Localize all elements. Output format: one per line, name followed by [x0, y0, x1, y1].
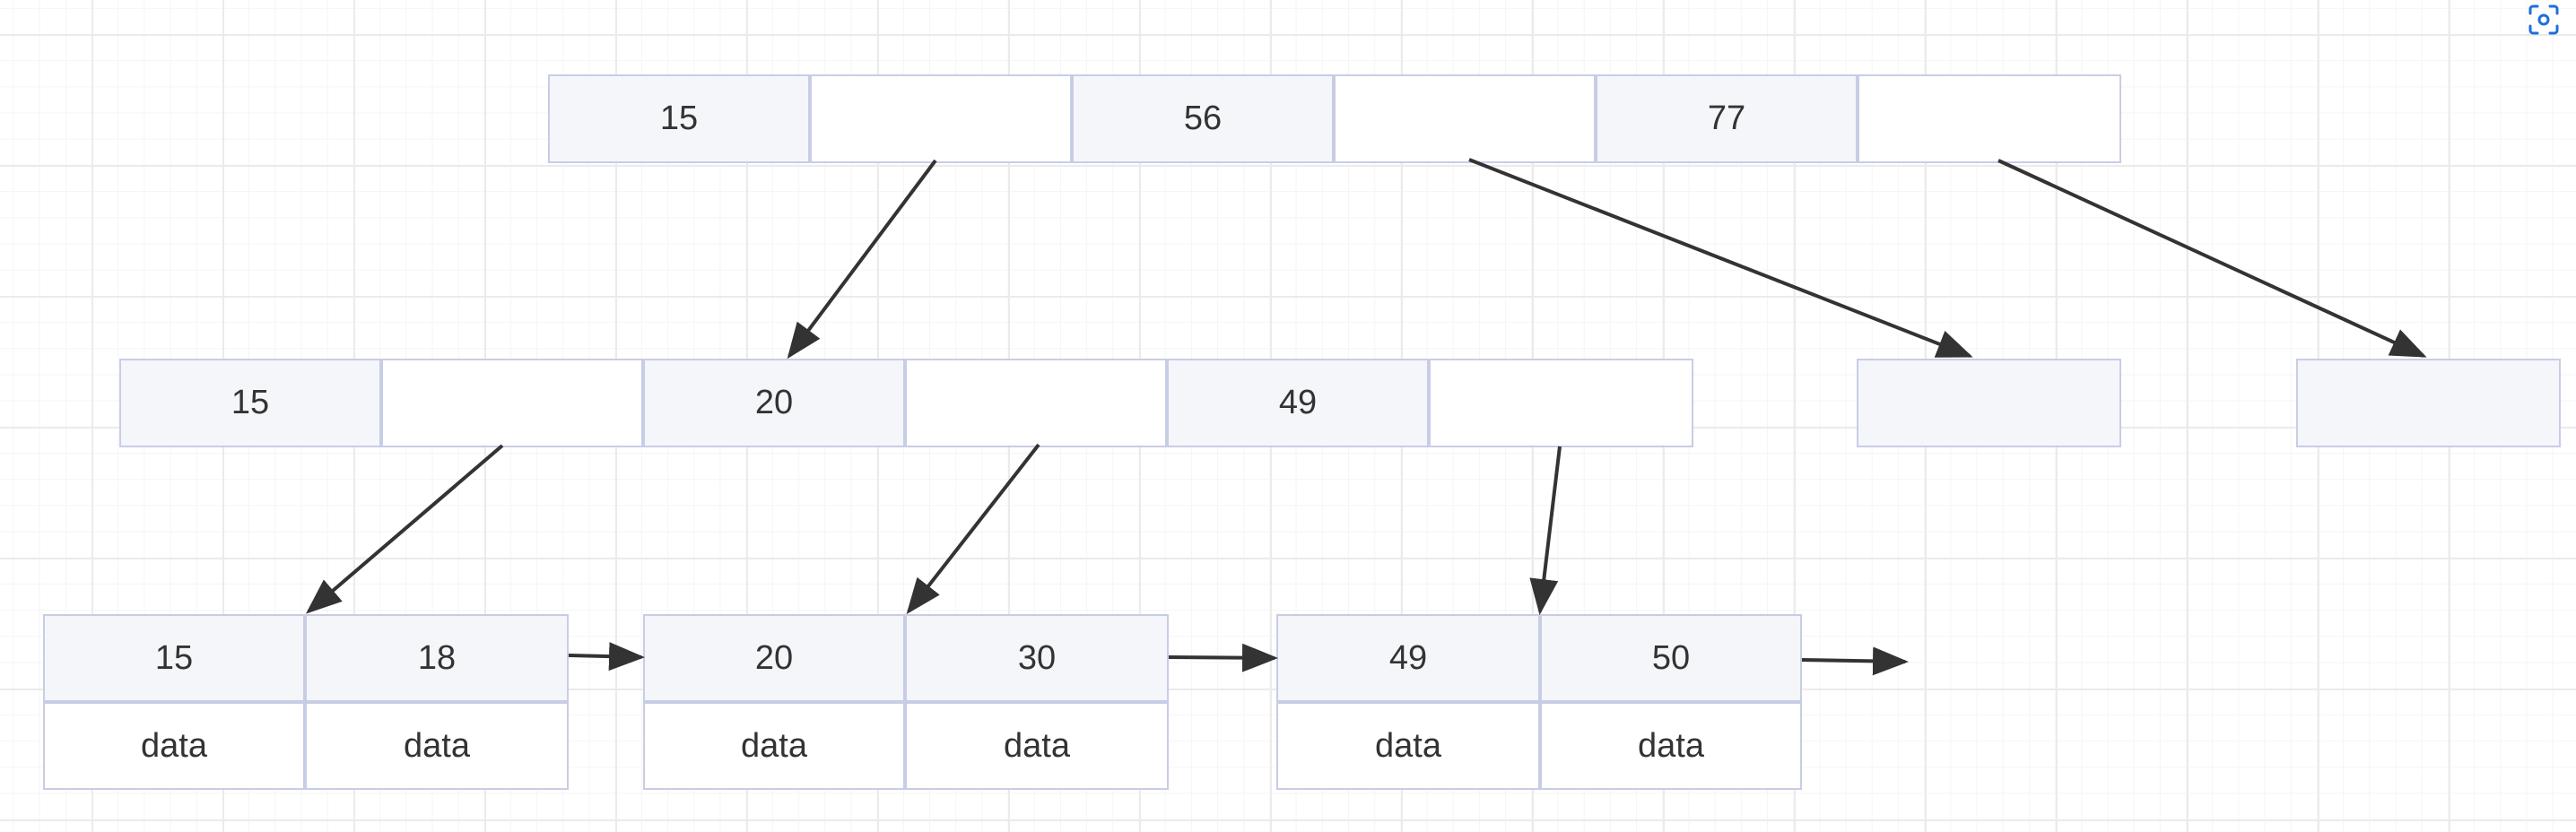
leaf-key-cell[interactable]: 30 — [905, 614, 1169, 702]
leaf-key-label: 50 — [1651, 638, 1691, 677]
internal-pointer-cell[interactable] — [381, 359, 643, 447]
pointer-arrow — [906, 443, 1040, 615]
leaf-data-cell[interactable]: data — [1540, 702, 1802, 790]
leaf-key-label: 15 — [154, 638, 194, 677]
leaf-data-label: data — [1375, 726, 1441, 765]
node-key-label: 56 — [1183, 100, 1223, 137]
pointer-arrow — [1529, 446, 1562, 615]
node-key-label: 20 — [754, 384, 794, 421]
empty-node[interactable] — [1857, 359, 2121, 447]
leaf-data-cell[interactable]: data — [43, 702, 305, 790]
internal-pointer-cell[interactable] — [1429, 359, 1693, 447]
leaf-key-cell[interactable]: 20 — [643, 614, 905, 702]
node-key-label: 77 — [1707, 100, 1746, 137]
pointer-arrow — [787, 159, 937, 360]
leaf-data-cell[interactable]: data — [305, 702, 569, 790]
leaf-data-cell[interactable]: data — [905, 702, 1169, 790]
node-key-label: 15 — [659, 100, 699, 137]
internal-key-cell[interactable]: 20 — [643, 359, 905, 447]
leaf-key-cell[interactable]: 18 — [305, 614, 569, 702]
pointer-arrow — [1997, 159, 2427, 358]
leaf-data-label: data — [1638, 726, 1704, 765]
leaf-data-label: data — [1004, 726, 1070, 765]
leaf-data-label: data — [741, 726, 807, 765]
internal-key-cell[interactable]: 49 — [1167, 359, 1429, 447]
pointer-arrow — [1468, 158, 1973, 358]
internal-key-cell[interactable]: 15 — [119, 359, 381, 447]
screenshot-capture-button[interactable] — [2520, 0, 2567, 39]
node-key-label: 15 — [231, 384, 270, 421]
node-key-label: 49 — [1278, 384, 1318, 421]
leaf-key-cell[interactable]: 15 — [43, 614, 305, 702]
root-pointer-cell[interactable] — [1334, 74, 1596, 163]
next-leaf-arrow — [1168, 643, 1278, 672]
leaf-data-label: data — [141, 726, 207, 765]
internal-pointer-cell[interactable] — [905, 359, 1167, 447]
screenshot-capture-icon — [2528, 4, 2559, 35]
leaf-data-label: data — [404, 726, 470, 765]
leaf-key-label: 49 — [1388, 638, 1428, 677]
root-key-cell[interactable]: 77 — [1596, 74, 1858, 163]
leaf-key-cell[interactable]: 49 — [1276, 614, 1540, 702]
next-leaf-arrow — [568, 642, 645, 672]
leaf-key-label: 20 — [754, 638, 794, 677]
root-key-cell[interactable]: 15 — [548, 74, 810, 163]
leaf-key-label: 30 — [1017, 638, 1057, 677]
leaf-data-cell[interactable]: data — [1276, 702, 1540, 790]
root-key-cell[interactable]: 56 — [1072, 74, 1334, 163]
pointer-arrow — [305, 444, 504, 614]
root-pointer-cell[interactable] — [1858, 74, 2121, 163]
root-pointer-cell[interactable] — [810, 74, 1072, 163]
next-leaf-arrow — [1801, 646, 1909, 676]
leaf-data-cell[interactable]: data — [643, 702, 905, 790]
leaf-key-label: 18 — [417, 638, 457, 677]
leaf-key-cell[interactable]: 50 — [1540, 614, 1802, 702]
empty-node[interactable] — [2296, 359, 2561, 447]
